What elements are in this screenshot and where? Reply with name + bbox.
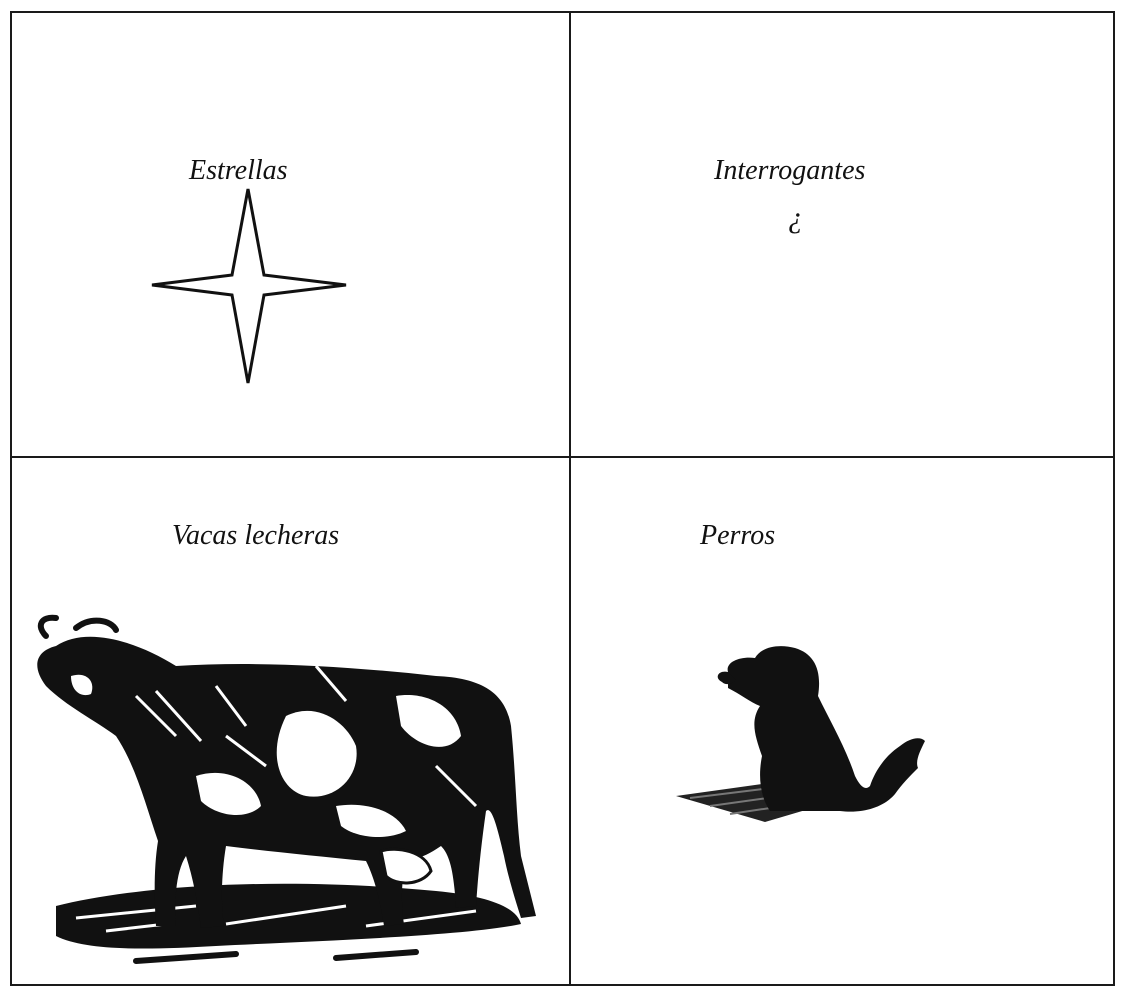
row-divider xyxy=(10,456,1115,458)
sitting-dog-silhouette-icon xyxy=(670,626,940,826)
column-divider xyxy=(569,11,571,986)
cell-label-interrogantes: Interrogantes xyxy=(714,157,865,185)
cell-label-perros: Perros xyxy=(700,522,775,550)
four-point-star-icon xyxy=(148,185,348,385)
cell-label-estrellas: Estrellas xyxy=(189,157,288,185)
inverted-question-mark: ¿ xyxy=(788,203,803,233)
dairy-cow-woodcut-icon xyxy=(16,606,546,976)
cell-label-vacas-lecheras: Vacas lecheras xyxy=(172,522,339,550)
